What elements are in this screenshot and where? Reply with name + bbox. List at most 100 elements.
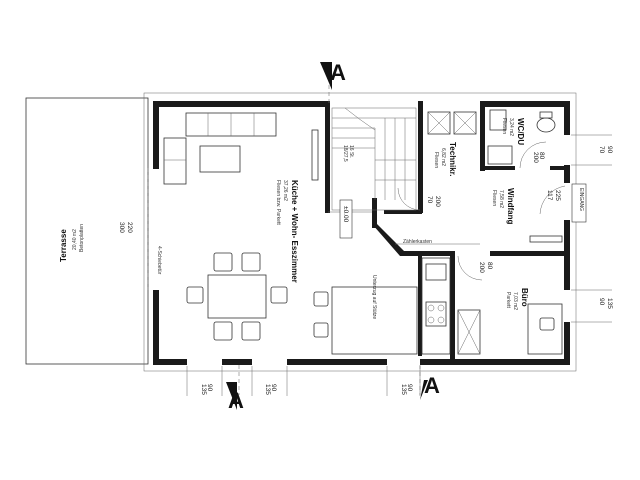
dining-set	[186, 252, 288, 341]
wall-technik-bottom	[384, 210, 422, 214]
terrasse-floor: Betonplatten	[79, 224, 85, 252]
sofa-side	[163, 137, 187, 185]
section-lines: A A A	[147, 60, 440, 413]
chair	[186, 286, 204, 304]
technik-cross	[453, 111, 477, 135]
wc-area: 3,24 m2	[508, 118, 514, 136]
dim-technik-door-w: 70	[426, 196, 433, 204]
dim-terrace-height: 220	[126, 222, 133, 233]
bar-stool	[313, 291, 329, 307]
schiebetuer-label: 4-Schiebetür	[156, 246, 162, 275]
dim-bottom-1-h: 135	[200, 384, 207, 395]
wc-name: WC/DU	[516, 118, 525, 145]
cooktop	[425, 301, 447, 327]
wall-bottom-2	[222, 359, 252, 365]
buero-door-swing	[457, 255, 483, 281]
dim-bottom-3-w: 90	[406, 384, 413, 392]
wall-bottom-1	[153, 359, 187, 365]
kueche-floor: Fliesen bzw. Parkett	[275, 180, 281, 225]
entry-door-swing	[539, 185, 566, 215]
wc-door-swing	[519, 141, 547, 169]
terrasse-name: Terrasse	[59, 229, 68, 262]
stairs: 16 St. 18/27,5	[328, 107, 417, 213]
wall-left-lower	[153, 290, 159, 365]
sofa	[163, 112, 277, 185]
windfang-floor: Fliesen	[491, 190, 497, 206]
chair	[270, 286, 288, 304]
kueche-area: 37,26 m2	[282, 180, 288, 201]
buero-chair	[539, 317, 555, 331]
wc-shower	[487, 145, 513, 165]
dim-bottom-1-w: 90	[206, 384, 213, 392]
interior-walls	[325, 101, 568, 364]
unterzug-label: Unterzug auf Stütze	[371, 275, 377, 319]
wall-hall	[400, 251, 450, 256]
kitchen-island	[331, 286, 418, 355]
wall-wc-left	[480, 101, 485, 171]
wall-technik-right	[418, 101, 423, 213]
exterior-walls	[153, 101, 570, 365]
section-arrow-top	[320, 62, 332, 90]
kitchen: Unterzug auf Stütze	[313, 257, 451, 355]
dim-terrace-width: 300	[118, 222, 125, 233]
section-marker-bottom-right: A	[424, 373, 440, 398]
technik-cross	[427, 111, 451, 135]
kueche-name: Küche + Wohn- Esszimmer	[290, 180, 299, 283]
dim-wc-door-w: 80	[538, 152, 545, 160]
chair	[213, 321, 233, 341]
toilet-tank	[539, 111, 553, 119]
wall-stair-mid	[372, 198, 377, 228]
stairs-ratio: 18/27,5	[342, 145, 348, 162]
buero-floor: Parkett	[505, 292, 511, 308]
buero-area: 7,03 m2	[512, 292, 518, 310]
stairs-label: 16 St. 18/27,5	[342, 145, 354, 162]
kueche-room: Küche + Wohn- Esszimmer 37,26 m2 Fliesen…	[275, 180, 299, 283]
wall-left-upper	[153, 101, 159, 169]
toilet	[536, 117, 556, 133]
zaehlerkasten-label: Zählerkasten	[403, 239, 432, 245]
tv-unit	[311, 129, 319, 181]
wall-stair-left	[325, 101, 330, 213]
burner	[427, 304, 435, 312]
stair-step	[344, 107, 376, 131]
burner	[437, 304, 445, 312]
wall-right-4	[564, 322, 570, 365]
dim-wc-door-h: 200	[532, 152, 539, 163]
wc-floor: Fliesen	[501, 118, 507, 134]
burner	[427, 316, 435, 324]
buero-name: Büro	[520, 288, 529, 307]
technik-door-swing	[397, 187, 421, 211]
dim-buero-door-w: 80	[486, 262, 493, 270]
buero-room: Büro 7,03 m2 Parkett	[457, 255, 563, 355]
windfang-bench	[529, 235, 563, 243]
buero-cabinet-cross	[457, 309, 481, 355]
technik-name: Technikr.	[448, 142, 457, 177]
wall-bottom-4	[420, 359, 570, 365]
windfang-area: 7,58 m2	[498, 190, 504, 208]
windfang-name: Windfang	[506, 188, 515, 224]
chair	[241, 321, 261, 341]
wall-wc-bottom	[485, 166, 515, 170]
dim-wc-window-h: 90	[606, 146, 613, 154]
level-box	[339, 199, 353, 239]
dimensions: 300 220 90 135 90 135 90 135 70 90 117 2…	[118, 134, 613, 396]
wall-buero-left	[450, 251, 455, 364]
wall-top-left	[153, 101, 329, 107]
wall-buero-top	[490, 251, 568, 256]
level-label: ±0.00	[342, 206, 349, 223]
burner	[437, 316, 445, 324]
dim-wc-window-w: 70	[598, 146, 605, 154]
bar-stool	[313, 322, 329, 338]
dining-table	[207, 274, 267, 319]
dim-bottom-2-h: 135	[264, 384, 271, 395]
eingang-box	[571, 183, 587, 223]
coffee-table	[199, 145, 241, 173]
plan-boundary	[143, 92, 577, 372]
wall-diagonal	[372, 224, 406, 256]
technik-floor: Fliesen	[433, 152, 439, 168]
stairs-count: 16 St.	[348, 145, 354, 158]
eingang: EINGANG	[571, 183, 587, 223]
wall-wc-bottom-2	[550, 166, 568, 170]
dim-entry-h: 225	[554, 190, 561, 201]
